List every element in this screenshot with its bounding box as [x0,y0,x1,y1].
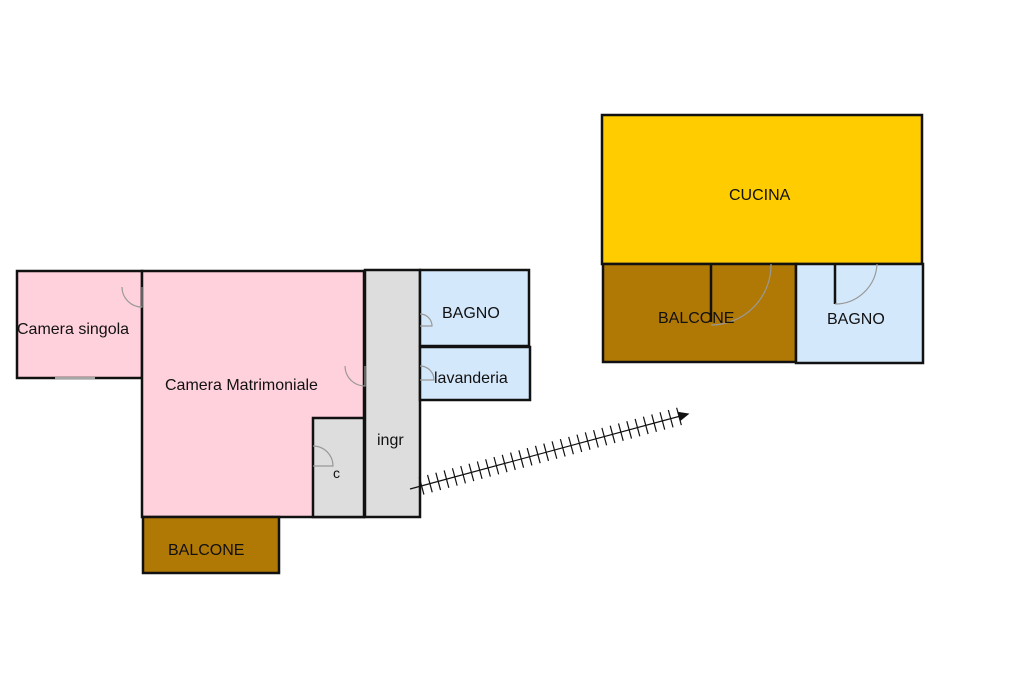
door-swing-icon [834,263,878,305]
stair-step [576,434,583,453]
label-camera-singola: Camera singola [17,321,129,338]
door-swing-icon [121,286,143,308]
stair-step [426,474,433,493]
door-swing-icon [419,365,435,381]
label-bagno-1: BAGNO [442,305,500,322]
door-swing-icon [419,313,433,327]
stair-step [559,438,566,457]
label-closet: c [333,465,340,481]
label-ingresso: ingr [377,432,404,449]
stair-step [551,441,558,459]
stair-line [409,413,689,490]
stair-step [659,412,666,430]
stair-step [534,445,541,464]
stair-step [642,416,649,435]
stair-step [609,425,616,444]
stair-arrow [409,407,690,495]
stair-step [451,468,458,486]
label-lavanderia: lavanderia [434,370,508,387]
stair-step [568,436,574,455]
stair-step [476,461,483,480]
stair-step [518,450,525,468]
room-ingresso [363,268,422,519]
stair-step [485,459,491,477]
stair-step [543,443,550,462]
stair-step [584,432,591,450]
room-bagno-1 [418,268,531,348]
stair-step [460,465,467,484]
door-swing-icon [312,445,334,467]
room-closet [311,416,366,519]
stair-step [468,463,475,482]
stair-step [626,421,633,439]
stair-step [501,454,508,473]
room-bagno-2 [794,262,925,365]
stair-step [526,447,533,466]
room-balcone-1 [141,515,281,575]
label-camera-matrimoniale: Camera Matrimoniale [165,377,318,394]
stair-step [601,427,608,446]
label-balcone-2: BALCONE [658,310,734,327]
arrow-head-icon [677,411,690,422]
room-lavanderia [418,345,532,402]
stair-step [593,429,599,448]
stair-step [435,472,442,491]
room-cucina [600,113,924,266]
label-balcone-1: BALCONE [168,542,244,559]
stair-step [509,452,516,471]
stair-step [667,409,674,428]
room-camera-singola [15,269,144,380]
stair-step [443,470,450,488]
label-cucina: CUCINA [729,187,791,204]
stair-step [617,423,624,441]
label-bagno-2: BAGNO [827,311,885,328]
stair-step [418,477,425,495]
stair-step [634,418,641,437]
stair-step [651,414,657,432]
door-swing-icon [344,365,366,387]
stair-step [493,456,500,475]
door-swing-icon [710,263,772,326]
